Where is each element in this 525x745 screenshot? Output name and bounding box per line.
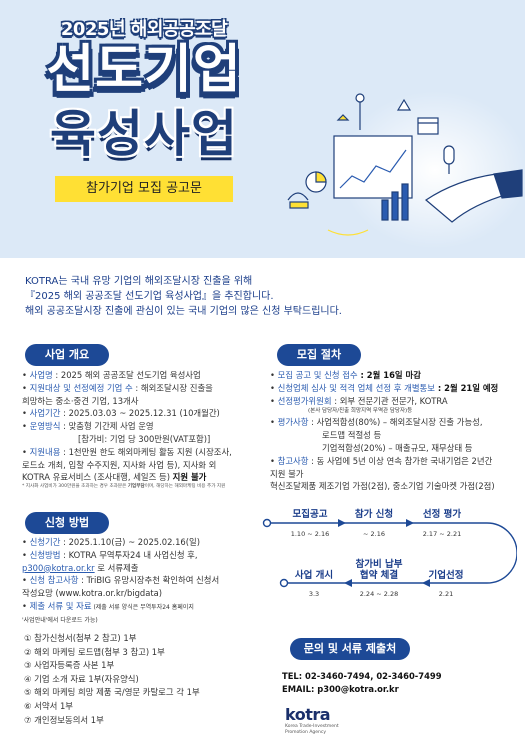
procedure-line3-key: 선정평가위원회 (277, 395, 332, 406)
document-list: ① 참가신청서(첨부 2 참고) 1부 ② 해외 마케팅 로드맵(첨부 3 참고… (24, 632, 200, 727)
hero-year-line: 2025년 해외공공조달 (60, 19, 228, 40)
kotra-logo: kotra Korea Trade-Investment Promotion A… (285, 705, 339, 735)
flow-step-label: 기업선정 (429, 569, 464, 581)
hero-title-line1: 선도기업 (46, 40, 242, 100)
contact-title: 문의 및 서류 제출처 (290, 638, 410, 660)
contact-email: EMAIL: p300@kotra.or.kr (282, 683, 399, 694)
flow-step-date: 2.21 (439, 590, 453, 598)
contact-tel: TEL: 02-3460-7494, 02-3460-7499 (282, 671, 442, 681)
hero-banner: 참가기업 모집 공고문 (55, 176, 233, 202)
flow-end-dot (279, 578, 289, 588)
list-item: ① 참가신청서(첨부 2 참고) 1부 (24, 633, 137, 643)
hero-title-line2: 육성사업 (50, 105, 238, 163)
overview-content-key: 지원내용 (29, 446, 61, 457)
mic-icon (443, 145, 455, 165)
list-item: ④ 기업 소개 자료 1부(자유양식) (24, 673, 139, 684)
intro-line2: 『2025 해외 공공조달 선도기업 육성사업』을 추진합니다. (25, 291, 274, 302)
growth-line (339, 149, 407, 189)
flow-step-date: 3.3 (309, 590, 319, 598)
logo-subtitle2: Promotion Agency (285, 729, 327, 735)
flow-step-label: 참가비 납부 (355, 558, 402, 570)
flow-arrow (344, 579, 352, 587)
clapper-icon (417, 117, 439, 135)
list-item: ⑤ 해외 마케팅 희망 제품 국/영문 카탈로그 각 1부 (24, 687, 200, 698)
procedure-block: • 모집 공고 및 신청 접수 : 2월 16일 마감 • 신청업체 심사 및 … (270, 370, 499, 492)
procedure-flow-diagram: 모집공고 참가 신청 선정 평가 기업선정 참가비 납부 협약 체결 사업 개시… (262, 508, 517, 598)
flow-step-label: 모집공고 (293, 508, 328, 520)
procedure-line4-key: 평가사항 (277, 417, 309, 428)
flow-step-date: 1.10 ~ 2.16 (291, 530, 330, 538)
flow-step-date: ~ 2.16 (363, 530, 385, 538)
application-docs-key: 제출 서류 및 자료 (29, 600, 92, 611)
overview-title: 사업 개요 (25, 344, 109, 366)
intro-line1: KOTRA는 국내 유망 기업의 해외조달시장 진출을 위해 (25, 276, 253, 287)
board-panel (333, 135, 413, 199)
application-period-key: 신청기간 (29, 537, 61, 547)
business-illustration (287, 93, 523, 236)
list-item: ⑥ 서약서 1부 (24, 700, 73, 711)
overview-block: • 사업명 : 2025 해외 공공조달 선도기업 육성사업 • 지원대상 및 … (22, 369, 262, 490)
flow-step-label: 참가 신청 (355, 508, 393, 520)
procedure-title: 모집 절차 (277, 344, 361, 366)
flow-arrow (406, 519, 414, 527)
procedure-line2-key: 신청업체 심사 및 적격 업체 선정 후 개별통보 (277, 382, 435, 393)
flow-arrow (338, 519, 346, 527)
application-email-link[interactable]: p300@kotra.or.kr (22, 562, 95, 573)
flow-step-date: 2.17 ~ 2.21 (423, 530, 462, 538)
flow-track (267, 522, 517, 584)
overview-method-key: 운영방식 (29, 421, 61, 432)
overview-footnote: * 지사화 사업비가 300만원을 초과하는 경우 초과분은 기업부담이며, 해… (22, 484, 226, 490)
flow-arrow (422, 579, 430, 587)
application-block: • 신청기간 : 2025.1.10(금) ~ 2025.02.16(일) • … (22, 537, 220, 624)
hourglass-icon (396, 98, 412, 111)
intro-line3: 해외 공공조달시장 진출에 관심이 있는 국내 기업의 많은 신청 부탁드립니다… (25, 306, 342, 317)
cup-icon (287, 192, 309, 201)
logo-wordmark: kotra (285, 705, 331, 724)
list-item: ⑦ 개인정보동의서 1부 (24, 714, 104, 725)
overview-target-key: 지원대상 및 선정예정 기업 수 (29, 382, 133, 393)
intro-text: KOTRA는 국내 유망 기업의 해외조달시장 진출을 위해 『2025 해외 … (25, 274, 515, 319)
procedure-line5-key: 참고사항 (277, 455, 309, 466)
list-item: ② 해외 마케팅 로드맵(첨부 3 참고) 1부 (24, 646, 165, 657)
flow-step-label: 선정 평가 (423, 508, 462, 520)
logo-subtitle1: Korea Trade-Investment (285, 724, 339, 729)
flow-step-date: 2.24 ~ 2.28 (360, 590, 399, 598)
overview-period-key: 사업기간 (29, 408, 61, 419)
application-ref-key: 신청 참고사항 (29, 575, 79, 586)
flow-step-label: 협약 체결 (360, 569, 399, 581)
application-method-key: 신청방법 (29, 549, 61, 560)
flow-start-dot (262, 518, 272, 528)
procedure-line1-key: 모집 공고 및 신청 접수 (277, 370, 358, 380)
flow-step-label: 사업 개시 (295, 569, 333, 581)
list-item: ③ 사업자등록증 사본 1부 (24, 660, 115, 671)
contact-block: TEL: 02-3460-7494, 02-3460-7499 EMAIL: p… (282, 670, 442, 695)
overview-name-key: 사업명 (29, 370, 53, 380)
application-title: 신청 방법 (25, 512, 109, 534)
